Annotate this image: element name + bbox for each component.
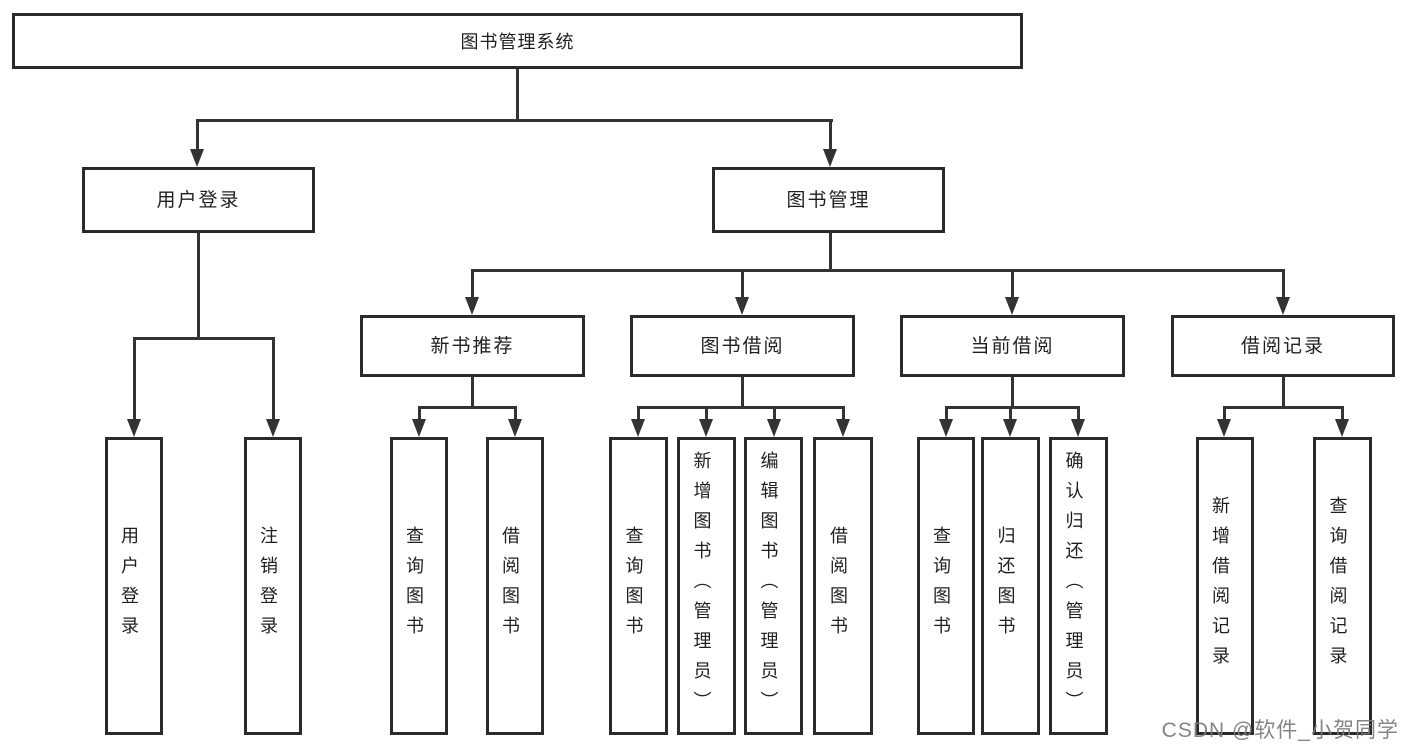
connector-line: [637, 406, 640, 419]
leaf-query-borrow-record: 查询借阅记录: [1313, 437, 1372, 735]
leaf-query-books-1: 查询图书: [390, 437, 448, 735]
leaf-label: 查询图书: [623, 526, 644, 646]
node-borrow-records-label: 借阅记录: [1240, 335, 1325, 357]
leaf-return-books: 归还图书: [981, 437, 1040, 735]
leaf-label: 确认归还（管理员）: [1063, 451, 1084, 721]
leaf-borrow-books-1: 借阅图书: [486, 437, 544, 735]
connector-line: [842, 406, 845, 419]
arrow-down-icon: [266, 419, 280, 437]
connector-line: [1011, 377, 1014, 408]
connector-line: [514, 406, 517, 419]
node-book-borrow-label: 图书借阅: [700, 335, 785, 357]
connector-line: [516, 69, 519, 122]
connector-line: [133, 337, 136, 419]
arrow-down-icon: [939, 419, 953, 437]
leaf-label: 查询图书: [404, 526, 424, 646]
connector-line: [133, 337, 275, 340]
connector-line: [705, 406, 708, 419]
connector-line: [471, 377, 474, 408]
leaf-add-books-admin: 新增图书（管理员）: [677, 437, 736, 735]
node-root-label: 图书管理系统: [460, 32, 575, 52]
connector-line: [471, 269, 474, 297]
arrow-down-icon: [1071, 419, 1085, 437]
node-user-login-label: 用户登录: [156, 189, 241, 211]
connector-line: [945, 406, 948, 419]
leaf-label: 借阅图书: [828, 526, 848, 646]
connector-line: [1282, 269, 1285, 297]
node-new-book-recommend: 新书推荐: [360, 315, 585, 377]
leaf-label: 归还图书: [995, 526, 1016, 646]
leaf-label: 新增借阅记录: [1210, 496, 1230, 676]
arrow-down-icon: [1217, 419, 1231, 437]
leaf-query-books-3: 查询图书: [917, 437, 975, 735]
connector-line: [197, 233, 200, 338]
connector-line: [418, 406, 421, 419]
connector-line: [471, 269, 1285, 272]
connector-line: [418, 406, 517, 409]
connector-line: [945, 406, 1080, 409]
connector-line: [1011, 269, 1014, 297]
connector-line: [1341, 406, 1344, 419]
connector-line: [1223, 406, 1344, 409]
leaf-label: 编辑图书（管理员）: [758, 451, 779, 721]
connector-line: [1009, 406, 1012, 419]
leaf-label: 注销登录: [258, 526, 278, 646]
arrow-down-icon: [823, 149, 837, 167]
arrow-down-icon: [1276, 297, 1290, 315]
connector-line: [196, 119, 199, 150]
node-borrow-records: 借阅记录: [1171, 315, 1395, 377]
connector-line: [272, 337, 275, 419]
connector-line: [1282, 377, 1285, 408]
connector-line: [196, 119, 833, 122]
arrow-down-icon: [1335, 419, 1349, 437]
arrow-down-icon: [767, 419, 781, 437]
node-current-borrow: 当前借阅: [900, 315, 1125, 377]
connector-line: [1223, 406, 1226, 419]
connector-line: [741, 269, 744, 297]
arrow-down-icon: [699, 419, 713, 437]
arrow-down-icon: [190, 149, 204, 167]
node-new-book-recommend-label: 新书推荐: [430, 335, 515, 357]
arrow-down-icon: [735, 297, 749, 315]
leaf-label: 查询借阅记录: [1327, 496, 1348, 676]
leaf-label: 用户登录: [119, 526, 139, 646]
arrow-down-icon: [127, 419, 141, 437]
connector-line: [773, 406, 776, 419]
leaf-add-borrow-record: 新增借阅记录: [1196, 437, 1254, 735]
node-current-borrow-label: 当前借阅: [970, 335, 1055, 357]
arrow-down-icon: [631, 419, 645, 437]
connector-line: [1077, 406, 1080, 419]
leaf-query-books-2: 查询图书: [609, 437, 668, 735]
leaf-borrow-books-2: 借阅图书: [813, 437, 873, 735]
node-root: 图书管理系统: [12, 13, 1023, 69]
leaf-logout: 注销登录: [244, 437, 302, 735]
connector-line: [741, 377, 744, 408]
connector-line: [829, 233, 832, 271]
arrow-down-icon: [836, 419, 850, 437]
leaf-label: 查询图书: [931, 526, 951, 646]
arrow-down-icon: [465, 297, 479, 315]
connector-line: [829, 119, 832, 150]
leaf-confirm-return-admin: 确认归还（管理员）: [1049, 437, 1108, 735]
arrow-down-icon: [412, 419, 426, 437]
node-book-management-label: 图书管理: [786, 189, 871, 211]
arrow-down-icon: [508, 419, 522, 437]
leaf-label: 新增图书（管理员）: [691, 451, 712, 721]
leaf-user-login: 用户登录: [105, 437, 163, 735]
csdn-watermark: CSDN @软件_小贺同学: [1161, 719, 1399, 742]
node-user-login: 用户登录: [82, 167, 315, 233]
node-book-borrow: 图书借阅: [630, 315, 855, 377]
arrow-down-icon: [1005, 297, 1019, 315]
leaf-label: 借阅图书: [500, 526, 520, 646]
connector-line: [637, 406, 844, 409]
node-book-management: 图书管理: [712, 167, 945, 233]
leaf-edit-books-admin: 编辑图书（管理员）: [744, 437, 803, 735]
arrow-down-icon: [1003, 419, 1017, 437]
